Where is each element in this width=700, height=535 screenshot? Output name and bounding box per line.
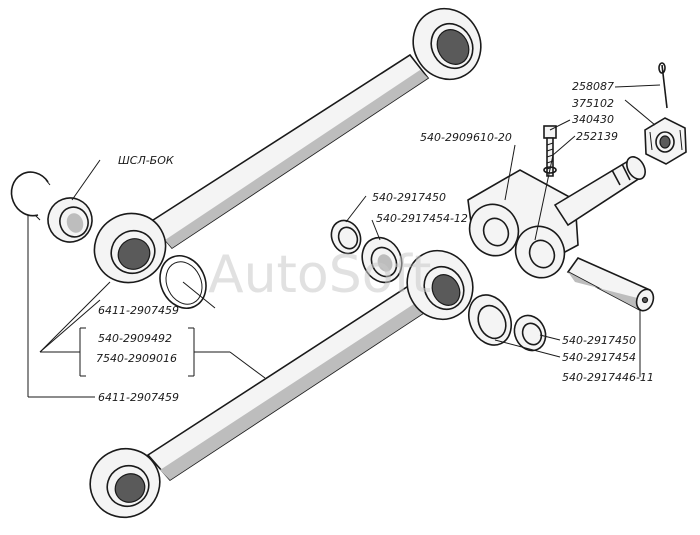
lower-rod	[89, 249, 474, 519]
bolt	[543, 125, 557, 177]
seal-upper-large	[361, 236, 403, 284]
label-ring-top: 6411-2907459	[98, 304, 179, 317]
label-rod-b: 7540-2909016	[96, 352, 177, 365]
label-rod-a: 540-2909492	[98, 332, 172, 345]
ball-bushing	[47, 197, 93, 243]
bracket-fork	[467, 156, 646, 279]
seal-lower-small	[513, 314, 547, 352]
label-seal-top-b: 540-2917454-12	[376, 212, 468, 225]
label-washer: 252139	[576, 130, 618, 143]
label-bolt: 340430	[572, 113, 614, 126]
seal-upper-small	[330, 219, 362, 255]
castle-nut	[644, 117, 687, 165]
watermark: AutoSoft	[208, 245, 431, 305]
seal-lower-large	[468, 294, 512, 346]
pin-shaft	[566, 257, 655, 312]
leader-lines	[27, 84, 661, 398]
ring-upper-end	[159, 255, 207, 309]
label-ring-bottom: 6411-2907459	[98, 391, 179, 404]
label-bracket: 540-2909610-20	[420, 131, 512, 144]
label-spl-bok: ШСЛ-БОК	[118, 154, 175, 167]
label-seal-top: 540-2917450	[372, 191, 446, 204]
label-pin-r: 540-2917446-11	[562, 371, 654, 384]
label-seal-r2: 540-2917454	[562, 351, 636, 364]
label-pin-cotter: 258087	[572, 80, 614, 93]
cotter-pin	[658, 62, 668, 109]
upper-rod	[93, 7, 482, 284]
label-seal-r1: 540-2917450	[562, 334, 636, 347]
label-nut: 375102	[572, 97, 614, 110]
snap-ring-left	[10, 171, 51, 221]
